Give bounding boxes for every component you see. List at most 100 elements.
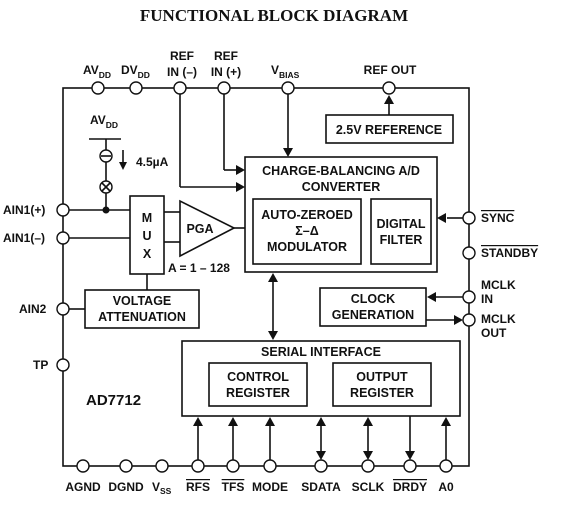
ain1-plus-junction	[102, 206, 110, 214]
pin-dgnd-label: DGND	[108, 480, 144, 494]
pin-mode-label: MODE	[252, 480, 288, 494]
sclk-arrow-up	[363, 417, 373, 426]
output-register-label-2: REGISTER	[350, 386, 414, 400]
pin-avdd: AVDD	[83, 63, 111, 95]
pin-tfs-marker	[226, 459, 240, 473]
pin-mclk-in-label-2: IN	[481, 292, 493, 306]
pin-tfs: TFS	[222, 459, 244, 494]
part-number: AD7712	[86, 392, 141, 409]
pin-ref-in-plus: REF IN (+)	[211, 49, 241, 95]
pin-ain1-minus: AIN1(–)	[3, 231, 70, 245]
output-register-block	[332, 362, 432, 407]
pin-ref-in-minus-marker	[173, 81, 187, 95]
pin-drdy-label: DRDY	[393, 480, 427, 494]
pin-agnd-label: AGND	[65, 480, 101, 494]
sdata-arrow-down	[316, 451, 326, 460]
vbias-arrow	[283, 148, 293, 157]
pin-vbias-label: VBIAS	[271, 63, 300, 80]
modulator-label-1: AUTO-ZEROED	[261, 208, 352, 222]
digital-filter-block	[370, 198, 432, 265]
pin-ain1-minus-marker	[56, 231, 70, 245]
serial-interface-label: SERIAL INTERFACE	[261, 345, 381, 359]
pin-ain1-plus: AIN1(+)	[3, 203, 70, 217]
clock-generation-label-1: CLOCK	[351, 292, 395, 306]
digital-filter-label-2: FILTER	[380, 233, 423, 247]
pin-vss: VSS	[152, 459, 172, 496]
adc-serial-arrow-up	[268, 273, 278, 282]
pin-mclk-out-marker	[462, 313, 476, 327]
diagram-title: FUNCTIONAL BLOCK DIAGRAM	[140, 6, 408, 25]
pin-mode-marker	[263, 459, 277, 473]
pga-label: PGA	[186, 222, 213, 236]
pin-mclk-out-label-2: OUT	[481, 326, 507, 340]
adc-label-1: CHARGE-BALANCING A/D	[262, 164, 420, 178]
pin-ain1-plus-marker	[56, 203, 70, 217]
pin-dvdd-marker	[129, 81, 143, 95]
sdata-arrow-up	[316, 417, 326, 426]
pin-drdy: DRDY	[393, 459, 427, 494]
pin-agnd-marker	[76, 459, 90, 473]
current-source-supply-label: AVDD	[90, 113, 118, 130]
pin-standby-marker	[462, 246, 476, 260]
pin-ain2-label: AIN2	[19, 302, 47, 316]
pin-rfs-label: RFS	[186, 480, 210, 494]
mux-block	[129, 195, 165, 275]
pga-amplifier	[179, 199, 236, 258]
pin-sync: SYNC	[462, 211, 515, 225]
pin-vbias: VBIAS	[271, 63, 300, 95]
pin-ref-in-minus-label-2: IN (–)	[167, 65, 197, 79]
ref-in-plus-arrow	[236, 165, 245, 175]
digital-filter-label-1: DIGITAL	[376, 217, 425, 231]
tfs-arrow	[228, 417, 238, 426]
modulator-label-3: MODULATOR	[267, 240, 347, 254]
control-register-label-1: CONTROL	[227, 370, 289, 384]
pin-ref-in-plus-marker	[217, 81, 231, 95]
pin-sclk: SCLK	[352, 459, 385, 494]
reference-block	[325, 114, 454, 144]
mux-letter-1: M	[142, 211, 152, 225]
a0-arrow	[441, 417, 451, 426]
ref-out-arrow	[384, 95, 394, 104]
sclk-arrow-down	[363, 451, 373, 460]
mode-arrow	[265, 417, 275, 426]
current-switch-x2	[101, 182, 111, 192]
ref-in-minus-arrow	[236, 182, 245, 192]
voltage-attenuation-label-2: ATTENUATION	[98, 310, 186, 324]
mux-letter-2: U	[142, 229, 151, 243]
pin-ref-out: REF OUT	[364, 63, 417, 95]
sync-arrow	[437, 213, 446, 223]
reference-label: 2.5V REFERENCE	[336, 123, 442, 137]
pin-mclk-out: MCLK OUT	[462, 312, 516, 340]
pin-a0-marker	[439, 459, 453, 473]
pin-vbias-marker	[281, 81, 295, 95]
pin-ain2: AIN2	[19, 302, 70, 316]
modulator-block	[252, 198, 362, 265]
mux-letter-3: X	[143, 247, 152, 261]
pin-ref-in-minus: REF IN (–)	[167, 49, 197, 95]
pin-ref-in-plus-label-1: REF	[214, 49, 238, 63]
pin-tp-marker	[56, 358, 70, 372]
pin-rfs-marker	[191, 459, 205, 473]
pin-mclk-out-label-1: MCLK	[481, 312, 516, 326]
pin-ref-out-marker	[382, 81, 396, 95]
output-register-label-1: OUTPUT	[356, 370, 408, 384]
pin-vss-label: VSS	[152, 480, 172, 496]
pin-mclk-in-marker	[462, 290, 476, 304]
pin-sdata-marker	[314, 459, 328, 473]
pin-dgnd: DGND	[108, 459, 144, 494]
pin-a0: A0	[438, 459, 454, 494]
pin-ain1-minus-label: AIN1(–)	[3, 231, 45, 245]
current-direction-arrow	[119, 162, 127, 170]
pin-sclk-label: SCLK	[352, 480, 385, 494]
pin-rfs: RFS	[186, 459, 210, 494]
pin-ref-out-label: REF OUT	[364, 63, 417, 77]
control-register-block	[208, 362, 308, 407]
clock-generation-label-2: GENERATION	[332, 308, 414, 322]
voltage-attenuation-block	[84, 289, 200, 329]
clock-generation-block	[319, 287, 427, 327]
pin-dvdd-label: DVDD	[121, 63, 150, 80]
drdy-arrow	[405, 451, 415, 460]
pin-sync-marker	[462, 211, 476, 225]
pin-a0-label: A0	[438, 480, 454, 494]
